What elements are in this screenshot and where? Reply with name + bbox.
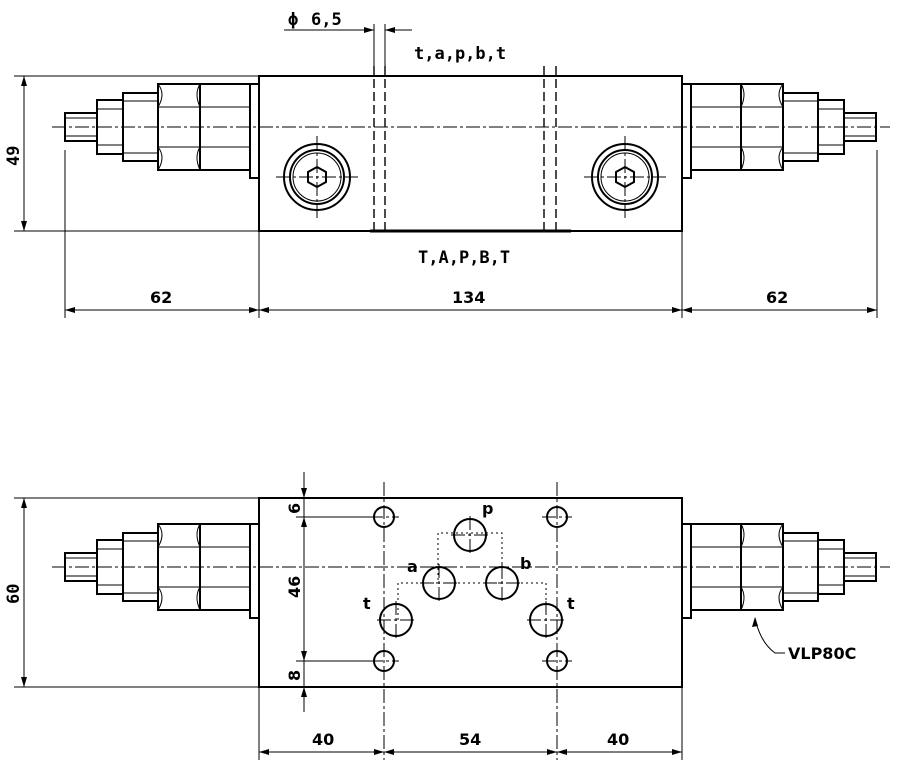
screw-right — [584, 136, 666, 218]
screw-left — [276, 136, 358, 218]
port-label-b: b — [520, 554, 531, 573]
model-leader — [754, 617, 785, 654]
ports-label-bottom: T,A,P,B,T — [418, 248, 510, 268]
diameter-value: 6,5 — [311, 10, 342, 30]
dim-left-bottom: 40 — [312, 730, 334, 749]
cartridge-left-bottom — [64, 523, 260, 619]
top-view: ϕ 6,5 t,a,p,b,t T,A,P,B,T 49 62 134 62 — [4, 10, 890, 318]
cartridge-left-top — [64, 83, 260, 179]
dim-height-top: 49 — [4, 146, 24, 166]
dim-center-top: 134 — [452, 288, 485, 307]
dim-top-offset: 6 — [285, 503, 304, 514]
port-t-right — [527, 601, 565, 639]
port-a — [420, 564, 458, 602]
port-b — [483, 564, 521, 602]
port-label-p: p — [482, 499, 493, 518]
dim-height-bottom: 60 — [4, 584, 24, 604]
dim-right-bottom: 40 — [607, 730, 629, 749]
dim-left-top: 62 — [150, 288, 172, 307]
dim-middle: 46 — [285, 576, 304, 598]
model-label: VLP80C — [788, 644, 856, 663]
port-t-left — [377, 601, 415, 639]
port-label-t-left: t — [363, 594, 371, 613]
cartridge-right-top — [681, 83, 877, 179]
dim-right-top: 62 — [766, 288, 788, 307]
bottom-view: 60 6 46 8 — [4, 472, 890, 760]
port-label-t-right: t — [567, 594, 575, 613]
dim-bottom-offset: 8 — [285, 670, 304, 681]
cartridge-right-bottom — [681, 523, 877, 619]
port-label-a: a — [407, 557, 418, 576]
ports-label-top: t,a,p,b,t — [414, 44, 506, 64]
diameter-symbol: ϕ — [288, 10, 298, 30]
dim-center-bottom: 54 — [459, 730, 481, 749]
port-p — [451, 516, 489, 554]
